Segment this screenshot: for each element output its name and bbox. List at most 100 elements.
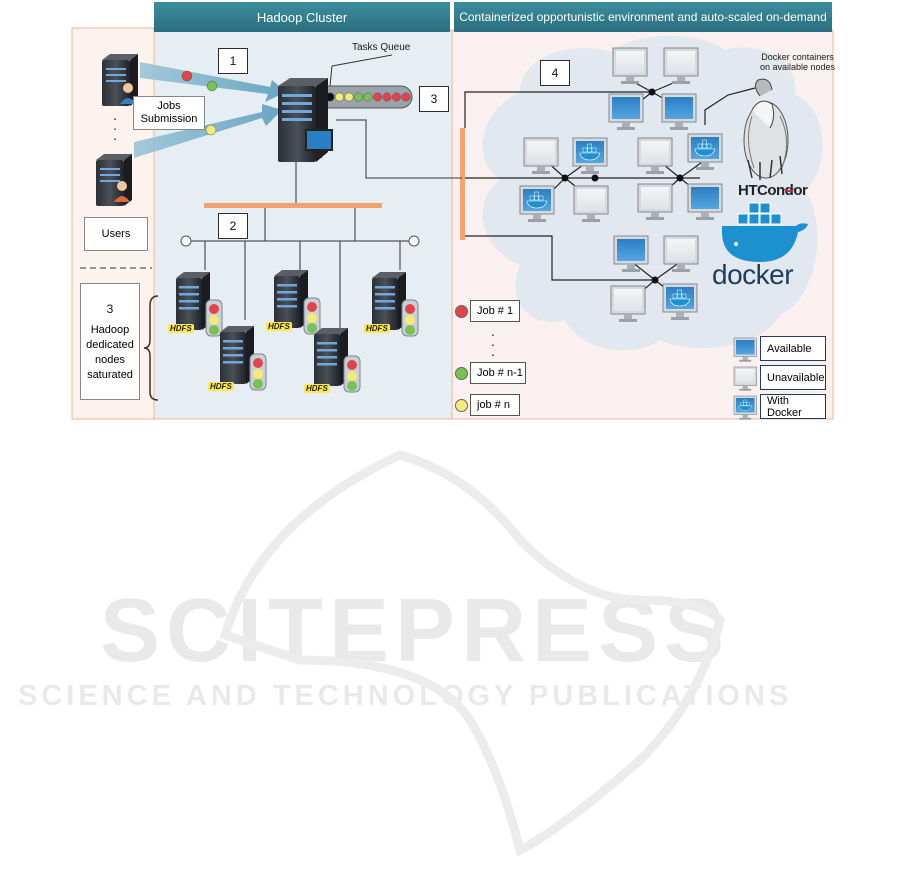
tasks-queue-dots xyxy=(325,92,411,102)
users-dot-2: . xyxy=(113,117,117,133)
hdfs-logo: HDFS xyxy=(364,324,390,333)
hadoop-network-lines xyxy=(190,119,462,330)
legend-computer-icon xyxy=(733,337,757,362)
master-server-icon xyxy=(278,78,333,162)
traffic-light-icon xyxy=(205,299,223,337)
availability-legend-label: With Docker xyxy=(767,394,802,419)
docker-text: docker xyxy=(712,259,794,290)
job-color-dot xyxy=(455,399,468,412)
queue-task-dot xyxy=(363,92,373,102)
job-color-dot xyxy=(455,367,468,380)
jobs-dot-1: . xyxy=(491,323,495,339)
hadoop-dedicated-line1: Hadoop xyxy=(90,323,130,336)
htcondor-swoosh-icon xyxy=(783,182,795,192)
job-legend-label: Job # 1 xyxy=(477,305,514,317)
step-3-queue-label: 3 xyxy=(430,92,438,106)
container-network-bar xyxy=(460,128,465,240)
hdfs-logo: HDFS xyxy=(208,382,234,391)
computer-unavailable-icon xyxy=(573,185,609,222)
job-legend-label: job # n xyxy=(477,399,511,411)
computer-docker-icon xyxy=(572,137,608,174)
queue-task-dot xyxy=(401,92,411,102)
job-legend-label: Job # n-1 xyxy=(477,367,523,379)
hadoop-worker-server-icon xyxy=(220,326,267,391)
docker-logo: docker xyxy=(712,259,794,291)
legend-computer-icon xyxy=(733,366,757,391)
computer-docker-icon xyxy=(687,133,723,170)
htcondor-bird-icon xyxy=(743,78,789,180)
step-1-box: 1 xyxy=(218,48,248,74)
computer-docker-icon xyxy=(662,283,698,320)
traffic-light-icon xyxy=(343,355,361,393)
docker-whale-icon xyxy=(722,202,808,262)
job-legend-item: Job # n-1 xyxy=(470,362,526,384)
job-dot-green xyxy=(206,80,218,92)
legend-available-icon xyxy=(733,337,757,362)
jobs-submission-line1: Jobs xyxy=(157,100,181,112)
hadoop-dedicated-line2: dedicated xyxy=(86,338,134,351)
hub-mid-left xyxy=(561,174,569,182)
computer-unavailable-icon xyxy=(637,137,673,174)
hdfs-logo: HDFS xyxy=(168,324,194,333)
computer-docker-icon xyxy=(519,185,555,222)
availability-legend-label: Unavailable xyxy=(767,371,825,384)
users-label: Users xyxy=(101,228,131,240)
hadoop-worker-nodes xyxy=(176,270,419,393)
job-legend-item: job # n xyxy=(470,394,520,416)
queue-task-dot xyxy=(344,92,354,102)
jobs-ellipsis: . . . xyxy=(491,323,495,359)
hadoop-dedicated-line4: saturated xyxy=(87,368,133,381)
docker-containers-line1: Docker containers xyxy=(761,52,834,62)
legend-icons xyxy=(733,337,757,420)
computer-unavailable-icon xyxy=(610,285,646,322)
job-dot-yellow xyxy=(205,124,217,136)
computer-available-icon xyxy=(613,235,649,272)
hdfs-logo: HDFS xyxy=(304,384,330,393)
traffic-light-icon xyxy=(249,353,267,391)
computer-available-icon xyxy=(608,93,644,130)
docker-containers-note: Docker containers on available nodes xyxy=(760,52,835,72)
computer-available-icon xyxy=(661,93,697,130)
hadoop-network-bar xyxy=(204,203,382,208)
availability-legend-item: Unavailable xyxy=(760,365,826,390)
job-legend-item: Job # 1 xyxy=(470,300,520,322)
jobs-dot-3: . xyxy=(491,343,495,359)
computer-unavailable-icon xyxy=(663,235,699,272)
step-4-box: 4 xyxy=(540,60,570,86)
step-4-label: 4 xyxy=(551,66,559,80)
availability-legend-item: Available xyxy=(760,336,826,361)
hub-mid-center xyxy=(591,174,599,182)
availability-legend-label: Available xyxy=(767,342,812,355)
jobs-dot-2: . xyxy=(491,333,495,349)
users-dot-1: . xyxy=(113,107,117,123)
availability-legend-item: With Docker xyxy=(760,394,826,419)
step-3-dedicated-label: 3 xyxy=(100,300,120,319)
step-1-label: 1 xyxy=(229,54,237,68)
traffic-light-icon xyxy=(303,297,321,335)
step-2-box: 2 xyxy=(218,213,248,239)
traffic-light-icon xyxy=(401,299,419,337)
opportunistic-monitors xyxy=(519,47,723,322)
hadoop-dedicated-note: 3 Hadoop dedicated nodes saturated xyxy=(80,283,140,400)
hadoop-worker-server-icon xyxy=(314,328,361,393)
docker-containers-line2: on available nodes xyxy=(760,62,836,72)
job-dot-red xyxy=(181,70,193,82)
jobs-submission-line2: Submission xyxy=(140,113,198,125)
legend-docker-icon xyxy=(733,395,757,420)
computer-unavailable-icon xyxy=(523,137,559,174)
queue-task-dot xyxy=(392,92,401,102)
net-end-left xyxy=(180,235,192,247)
dedicated-brace xyxy=(143,295,159,401)
hub-bottom xyxy=(651,276,659,284)
computer-unavailable-icon xyxy=(663,47,699,84)
queue-task-dot xyxy=(373,92,382,102)
watermark-subtitle: SCIENCE AND TECHNOLOGY PUBLICATIONS xyxy=(18,680,793,712)
step-2-label: 2 xyxy=(229,219,237,233)
computer-unavailable-icon xyxy=(637,183,673,220)
users-ellipsis: . . . xyxy=(113,107,117,142)
step-3-queue-box: 3 xyxy=(419,86,449,112)
user-server-top-icon xyxy=(102,54,138,106)
net-end-right xyxy=(408,235,420,247)
